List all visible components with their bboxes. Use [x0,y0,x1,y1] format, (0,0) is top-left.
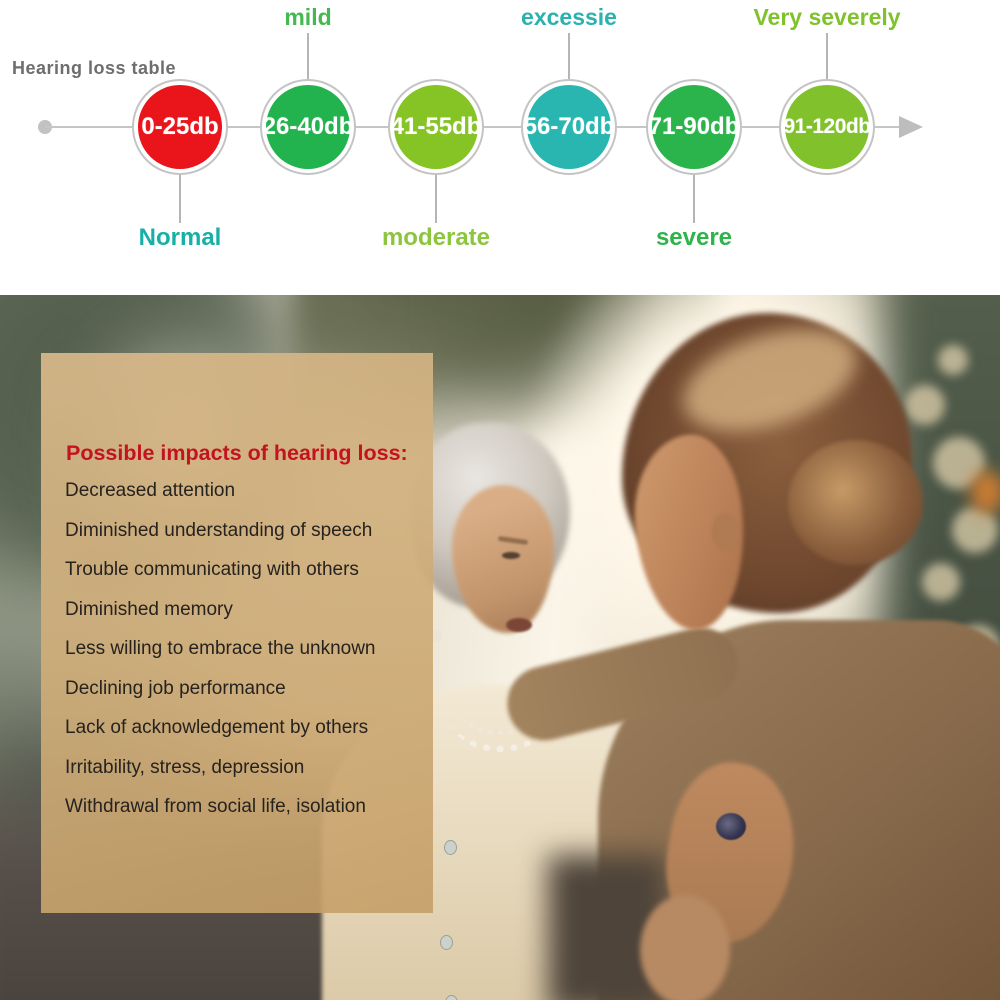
severity-label: mild [284,4,332,30]
range-text: 91-120db [783,115,871,138]
severity-label: moderate [381,224,491,251]
range-circle: 41-55db [388,79,484,175]
connector-line [693,175,695,223]
node-excessive: 56-70db excessie [459,0,679,295]
range-circle-fill: 41-55db [391,85,481,169]
connector-line [568,33,570,79]
node-mild: 26-40db mild [198,0,418,295]
range-circle: 0-25db [132,79,228,175]
impact-item: Less willing to embrace the unknown [65,638,376,659]
range-text: 26-40db [262,113,354,140]
impact-item: Diminished memory [65,598,233,620]
impact-item: Irritability, stress, depression [65,756,305,778]
elderly-woman-face [452,485,554,633]
impacts-list: Decreased attention Diminished understan… [65,471,423,827]
range-circle: 91-120db [779,79,875,175]
impact-item: Withdrawal from social life, isolation [65,796,366,817]
severity-label: excessie [521,4,617,30]
photo-orange-leaf [970,470,1000,514]
diagram-title: Hearing loss table [12,58,177,78]
impacts-panel: Possible impacts of hearing loss: Decrea… [41,353,433,913]
impact-item: Lack of acknowledgement by others [65,717,369,738]
hearing-loss-diagram: Hearing loss table 0-25db Normal 26-40db… [0,0,1000,295]
range-circle-fill: 0-25db [138,85,222,169]
impact-item: Trouble communicating with others [65,559,359,580]
range-text: 0-25db [141,113,219,140]
young-woman-ear [712,513,738,551]
connector-line [435,175,437,223]
range-circle-fill: 26-40db [263,85,353,169]
impacts-title: Possible impacts of hearing loss: [66,441,408,465]
pearl-earring [430,630,442,642]
photo-two-women: Possible impacts of hearing loss: Decrea… [0,295,1000,1000]
connector-line [307,33,309,79]
severity-label: severe [655,224,733,251]
range-circle: 26-40db [260,79,356,175]
pearl-necklace [452,688,548,752]
severity-label: Very severely [753,4,901,30]
cardigan-button [444,840,457,855]
young-woman-hair-bun [788,440,923,565]
range-circle: 56-70db [521,79,617,175]
severity-label: Normal [138,224,222,251]
range-circle: 71-90db [646,79,742,175]
gemstone-ring [716,813,746,840]
connector-line [826,33,828,79]
range-circle-fill: 56-70db [524,85,614,169]
range-text: 71-90db [648,113,740,140]
bokeh-circle [905,385,945,425]
node-very-severe: 91-120db Very severely [717,0,937,295]
pearl-necklace-strand [460,685,540,735]
range-text: 41-55db [390,113,482,140]
impact-item: Decreased attention [65,480,236,501]
range-circle-fill: 91-120db [783,85,871,169]
elderly-woman-eye [502,552,520,559]
elderly-woman-hand [640,895,730,1000]
impact-item: Diminished understanding of speech [65,519,373,541]
elderly-woman-mouth [506,618,532,632]
node-moderate: 41-55db moderate [326,0,546,295]
cardigan-button [440,935,453,950]
impact-item: Declining job performance [65,677,286,699]
node-severe: 71-90db severe [584,0,804,295]
arrow-right-icon [899,116,923,138]
range-text: 56-70db [523,113,615,140]
bokeh-circle [922,563,960,601]
connector-line [179,175,181,223]
bokeh-circle [938,345,968,375]
range-circle-fill: 71-90db [649,85,739,169]
bokeh-circle [952,507,998,553]
node-normal: 0-25db Normal [70,0,290,295]
